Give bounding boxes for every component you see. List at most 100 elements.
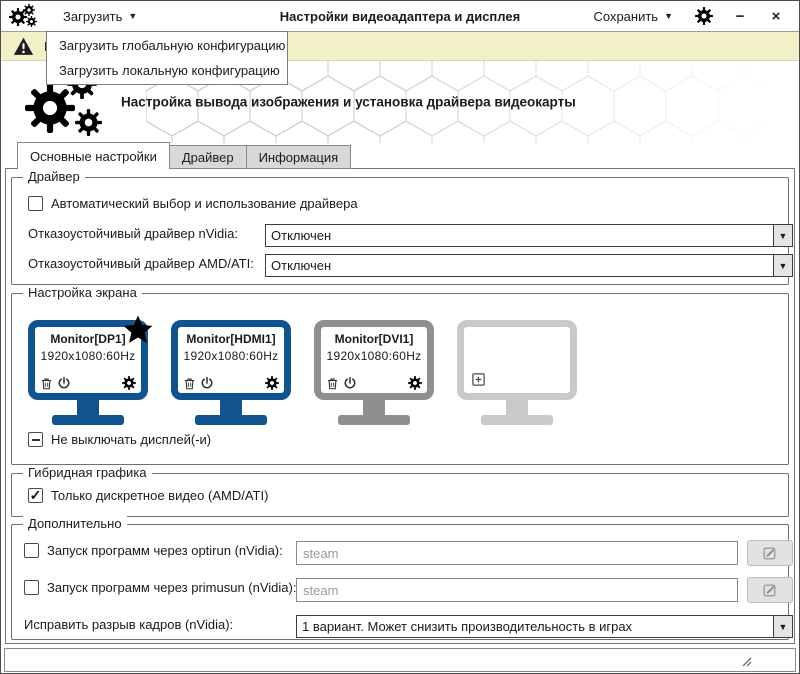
nvidia-failsafe-select[interactable]: Отключен ▼ [265, 224, 793, 247]
primusun-command-input[interactable] [296, 578, 738, 602]
keep-display-on-checkbox[interactable] [28, 432, 43, 447]
tab-driver[interactable]: Драйвер [168, 145, 247, 169]
gear-icon[interactable] [265, 376, 279, 390]
minimize-button[interactable]: − [727, 4, 753, 28]
monitor-stand [220, 400, 242, 415]
optirun-label: Запуск программ через optirun (nVidia): [47, 543, 283, 558]
edit-pencil-icon [762, 582, 778, 598]
app-gears-icon [9, 4, 37, 27]
dropdown-arrow-button[interactable]: ▼ [773, 225, 792, 246]
check-mark: ✓ [29, 486, 42, 503]
monitor-stand [506, 400, 528, 415]
caret-down-icon: ▼ [778, 621, 788, 632]
menu-item-load-global[interactable]: Загрузить глобальную конфигурацию [59, 38, 286, 53]
hybrid-group-legend: Гибридная графика [23, 465, 152, 480]
caret-down-icon: ▼ [128, 11, 138, 21]
primusun-edit-button[interactable] [747, 577, 793, 603]
extra-group: Дополнительно Запуск программ через opti… [11, 516, 793, 640]
dropdown-arrow-button[interactable]: ▼ [773, 255, 792, 276]
tab-label: Информация [258, 149, 339, 165]
caret-down-icon: ▼ [778, 230, 788, 241]
select-value: 1 вариант. Может снизить производительно… [302, 619, 633, 634]
discrete-only-checkbox[interactable]: ✓ [28, 488, 43, 503]
gear-icon[interactable] [122, 376, 136, 390]
monitor-stand-base [52, 415, 124, 425]
tab-label: Драйвер [181, 149, 234, 165]
caret-down-icon: ▼ [778, 260, 788, 271]
menu-item-load-local[interactable]: Загрузить локальную конфигурацию [59, 63, 280, 78]
tearing-fix-label: Исправить разрыв кадров (nVidia): [24, 617, 234, 632]
tearing-fix-select[interactable]: 1 вариант. Может снизить производительно… [296, 615, 793, 638]
hybrid-group: Гибридная графика ✓ Только дискретное ви… [11, 465, 789, 517]
add-monitor-plus-icon[interactable] [471, 372, 486, 387]
monitor-name: Monitor[HDMI1] [186, 332, 276, 346]
monitor-stand-base [481, 415, 553, 425]
trash-icon[interactable] [40, 377, 53, 390]
driver-group-legend: Драйвер [23, 169, 85, 184]
amd-failsafe-label: Отказоустойчивый драйвер AMD/ATI: [28, 256, 254, 271]
power-icon[interactable] [57, 376, 71, 390]
load-dropdown-menu: Загрузить глобальную конфигурацию Загруз… [46, 31, 288, 85]
auto-driver-label: Автоматический выбор и использование дра… [51, 196, 358, 211]
driver-group: Драйвер Автоматический выбор и использов… [11, 169, 793, 285]
load-menu-label: Загрузить [63, 8, 123, 24]
optirun-checkbox[interactable] [24, 543, 39, 558]
discrete-only-label: Только дискретное видео (AMD/ATI) [51, 488, 269, 503]
monitor-resolution: 1920x1080:60Hz [40, 349, 136, 363]
monitor-stand [77, 400, 99, 415]
tab-information[interactable]: Информация [245, 145, 352, 169]
extra-group-legend: Дополнительно [23, 516, 127, 531]
minimize-icon: − [735, 7, 745, 25]
dropdown-arrow-button[interactable]: ▼ [773, 616, 792, 637]
optirun-edit-button[interactable] [747, 540, 793, 566]
save-menu-button[interactable]: Сохранить ▼ [585, 9, 681, 24]
status-bar [4, 648, 796, 672]
monitor-resolution: 1920x1080:60Hz [183, 349, 279, 363]
monitor-stand-base [338, 415, 410, 425]
screen-group-legend: Настройка экрана [23, 285, 142, 300]
monitor-stand [363, 400, 385, 415]
monitor-name: Monitor[DP1] [50, 332, 126, 346]
save-menu-label: Сохранить [593, 8, 659, 24]
titlebar: Загрузить ▼ Настройки видеоадаптера и ди… [1, 1, 799, 32]
trash-icon[interactable] [326, 377, 339, 390]
titlebar-controls: Сохранить ▼ − × [585, 4, 789, 28]
nvidia-failsafe-label: Отказоустойчивый драйвер nVidia: [28, 226, 238, 241]
tab-main-settings[interactable]: Основные настройки [17, 142, 170, 169]
monitor-card-dvi1[interactable]: Monitor[DVI1] 1920x1080:60Hz [314, 320, 434, 425]
power-icon[interactable] [343, 376, 357, 390]
primary-star-icon [122, 314, 154, 346]
tab-label: Основные настройки [30, 148, 157, 164]
trash-icon[interactable] [183, 377, 196, 390]
settings-button[interactable] [691, 4, 717, 28]
close-icon: × [771, 7, 781, 25]
edit-pencil-icon [762, 545, 778, 561]
select-value: Отключен [271, 258, 332, 273]
optirun-command-input[interactable] [296, 541, 738, 565]
monitor-card-dp1[interactable]: Monitor[DP1] 1920x1080:60Hz [28, 320, 148, 425]
gear-icon [695, 7, 713, 25]
resize-grip[interactable] [740, 655, 752, 667]
amd-failsafe-select[interactable]: Отключен ▼ [265, 254, 793, 277]
monitor-card-hdmi1[interactable]: Monitor[HDMI1] 1920x1080:60Hz [171, 320, 291, 425]
caret-down-icon: ▼ [664, 11, 673, 21]
power-icon[interactable] [200, 376, 214, 390]
monitor-stand-base [195, 415, 267, 425]
select-value: Отключен [271, 228, 332, 243]
keep-display-on-label: Не выключать дисплей(-и) [51, 432, 212, 447]
primusun-checkbox[interactable] [24, 580, 39, 595]
monitor-name: Monitor[DVI1] [334, 332, 414, 346]
screen-group: Настройка экрана Monitor[DP1] 1920x1080:… [11, 285, 789, 465]
monitor-resolution: 1920x1080:60Hz [326, 349, 422, 363]
tab-bar: Основные настройки Драйвер Информация [17, 142, 352, 169]
warning-icon [12, 36, 35, 57]
monitor-card-empty[interactable] [457, 320, 577, 425]
auto-driver-checkbox[interactable] [28, 196, 43, 211]
tab-panel: Драйвер Автоматический выбор и использов… [5, 168, 795, 644]
primusun-label: Запуск программ через primusun (nVidia): [47, 580, 297, 595]
gear-icon[interactable] [408, 376, 422, 390]
close-button[interactable]: × [763, 4, 789, 28]
header-title: Настройка вывода изображения и установка… [121, 94, 576, 110]
indeterminate-mark [31, 438, 40, 441]
load-menu-button[interactable]: Загрузить ▼ [55, 1, 145, 31]
